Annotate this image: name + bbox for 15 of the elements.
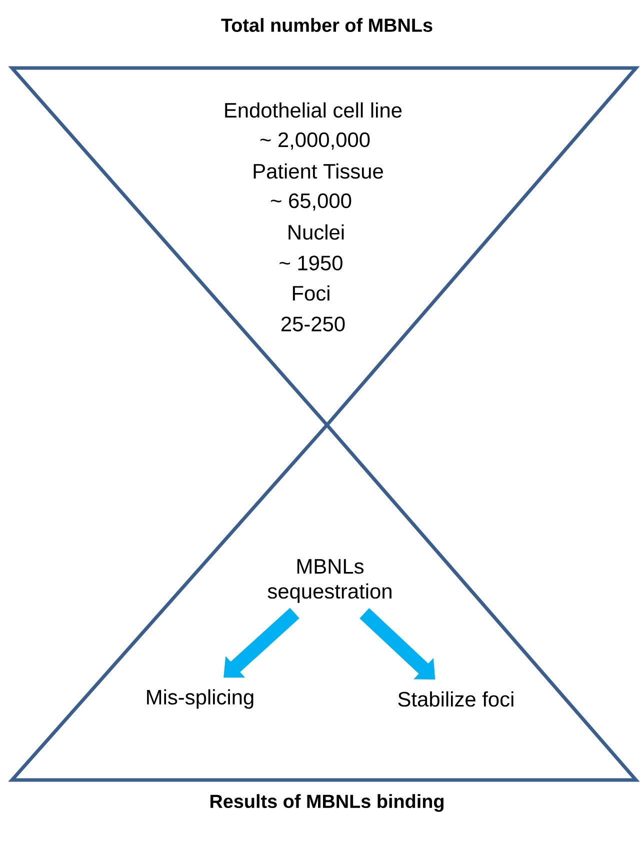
arrow: [224, 608, 300, 678]
arrow: [360, 608, 436, 680]
heading: Results of MBNLs binding: [210, 794, 444, 812]
triangle-text: ~ 1950: [280, 256, 342, 270]
triangle-text: 25-250: [281, 316, 345, 332]
triangle-text: Endothelial cell line: [225, 102, 402, 118]
heading: Total number of MBNLs: [221, 18, 432, 32]
triangle-text: Foci: [292, 285, 330, 301]
triangle-text: Patient Tissue: [254, 163, 383, 179]
label-text: MBNLs sequestration: [268, 559, 392, 603]
label-text: Mis-splicing: [147, 689, 254, 709]
label-text: Stabilize foci: [398, 691, 514, 707]
triangle-text: ~ 65,000: [270, 193, 352, 211]
triangle-text: Nuclei: [288, 224, 344, 240]
triangle-text: ~ 2,000,000: [260, 132, 370, 150]
